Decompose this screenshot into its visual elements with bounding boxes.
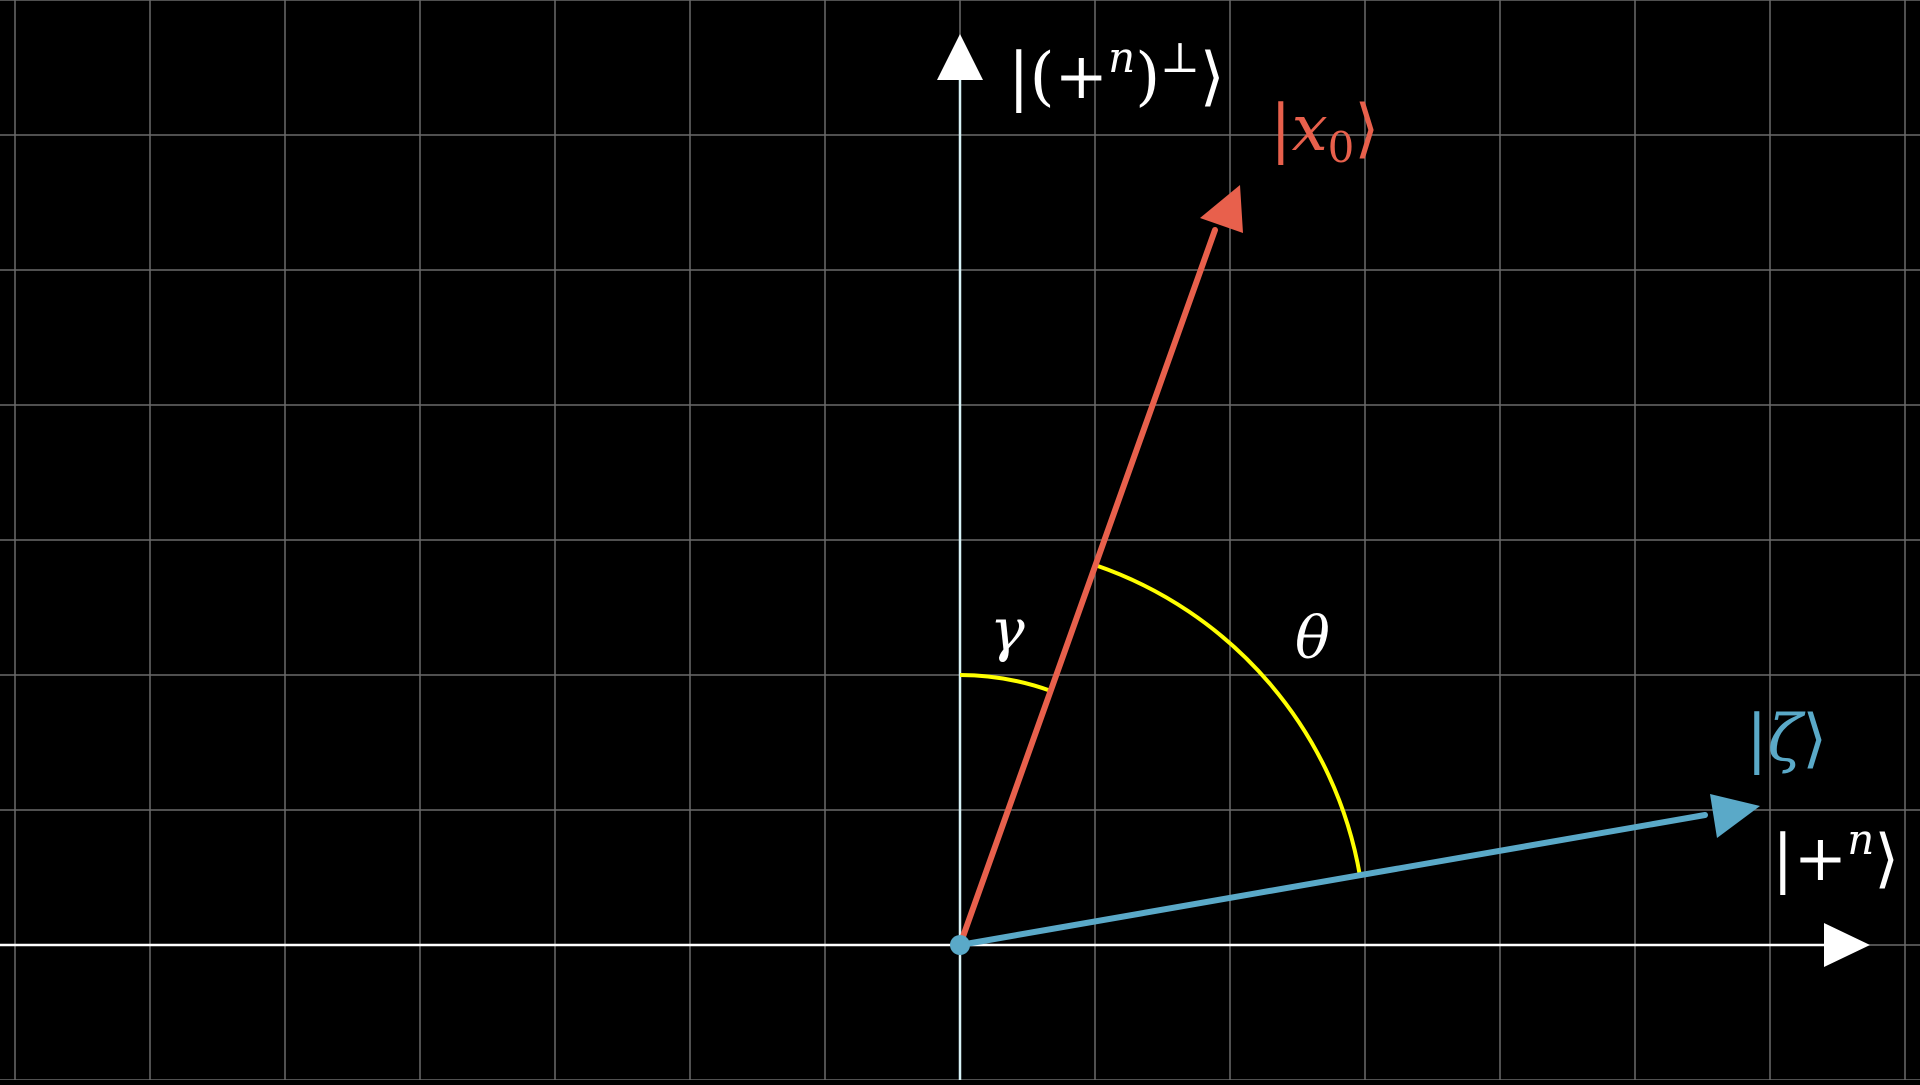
y-axis-label-close-paren: ) bbox=[1135, 40, 1160, 114]
y-axis-label-open: |(+ bbox=[1008, 40, 1108, 114]
x0-label-var: x bbox=[1292, 92, 1328, 166]
zeta-vector-label: |ζ⟩ bbox=[1746, 702, 1827, 776]
y-axis-label-close-angle: ⟩ bbox=[1200, 40, 1225, 114]
x0-label-close: ⟩ bbox=[1354, 92, 1379, 166]
theta-angle-arc bbox=[1094, 563, 1362, 877]
x0-label-bar: | bbox=[1270, 92, 1292, 166]
x0-vector bbox=[957, 227, 1218, 948]
zeta-label-var: ζ bbox=[1768, 702, 1806, 776]
y-axis-label: |(+n)⊥⟩ bbox=[1008, 33, 1225, 114]
plus-n-label-close: ⟩ bbox=[1874, 822, 1899, 896]
zeta-label-bar: | bbox=[1746, 702, 1768, 776]
x-axis-arrowhead-icon bbox=[1824, 923, 1870, 967]
plus-n-label-open: |+ bbox=[1772, 822, 1847, 896]
x0-label-sub: 0 bbox=[1328, 123, 1355, 172]
origin-dot-icon bbox=[950, 935, 970, 955]
y-axis-arrowhead-icon bbox=[937, 34, 983, 80]
gamma-angle-arc bbox=[959, 673, 1052, 693]
plus-n-label-sup: n bbox=[1847, 815, 1874, 864]
zeta-label-close: ⟩ bbox=[1802, 702, 1827, 776]
x0-vector-label: |x0⟩ bbox=[1270, 92, 1379, 172]
theta-angle-label: θ bbox=[1295, 604, 1330, 672]
y-axis-label-sup-perp: ⊥ bbox=[1160, 33, 1200, 82]
plus-n-label: |+n⟩ bbox=[1772, 815, 1899, 896]
x0-arrowhead-icon bbox=[1200, 185, 1243, 233]
zeta-vector bbox=[957, 812, 1708, 948]
zeta-arrowhead-icon bbox=[1710, 794, 1760, 838]
y-axis-label-sup-n: n bbox=[1108, 33, 1135, 82]
gamma-angle-label: γ bbox=[990, 596, 1025, 664]
